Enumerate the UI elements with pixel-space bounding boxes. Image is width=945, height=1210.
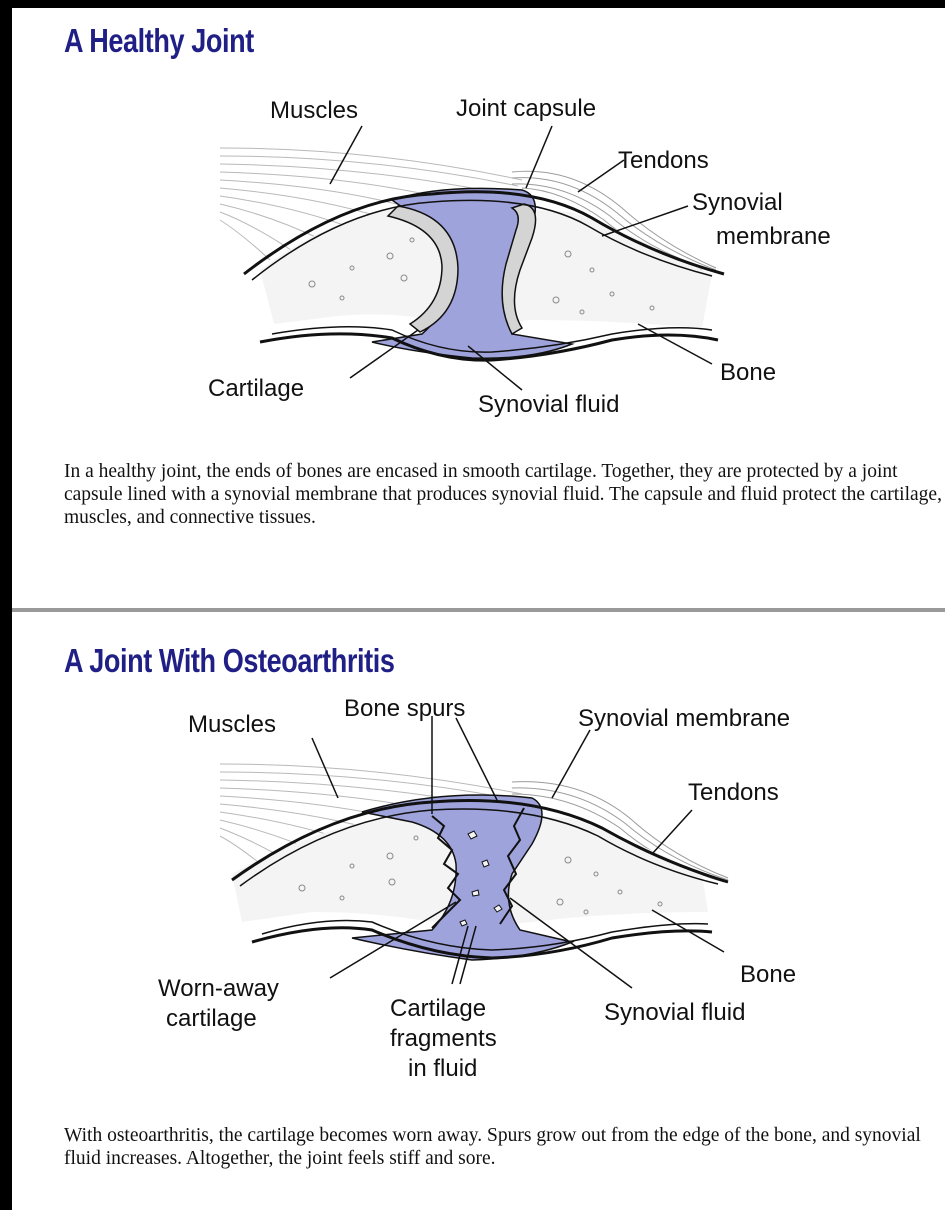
osteoarthritis-caption: With osteoarthritis, the cartilage becom… [64,1124,944,1170]
label-synovial-fluid: Synovial fluid [604,999,745,1026]
label-fragments-2: fragments [390,1025,497,1052]
healthy-joint-caption: In a healthy joint, the ends of bones ar… [64,460,944,529]
label-fragments-1: Cartilage [390,995,486,1022]
label-synovial-membrane-2: membrane [716,223,831,250]
healthy-joint-panel: A Healthy Joint [12,8,945,608]
label-bone-spurs: Bone spurs [344,695,465,722]
label-cartilage: Cartilage [208,375,304,402]
osteoarthritis-diagram: Muscles Bone spurs Synovial membrane Ten… [12,612,945,1092]
label-synovial-membrane: Synovial membrane [578,705,790,732]
healthy-joint-diagram: Muscles Joint capsule Tendons Synovial m… [12,8,945,428]
label-bone: Bone [740,961,796,988]
label-tendons: Tendons [688,779,779,806]
label-tendons: Tendons [618,147,709,174]
label-muscles: Muscles [270,97,358,124]
label-bone: Bone [720,359,776,386]
label-fragments-3: in fluid [408,1055,477,1082]
label-worn-away-1: Worn-away [158,975,279,1002]
label-muscles: Muscles [188,711,276,738]
osteoarthritis-panel: A Joint With Osteoarthritis [12,612,945,1210]
label-synovial-fluid: Synovial fluid [478,391,619,418]
label-synovial-membrane-1: Synovial [692,189,783,216]
figure-frame: A Healthy Joint [12,8,945,1210]
label-joint-capsule: Joint capsule [456,95,596,122]
label-worn-away-2: cartilage [166,1005,257,1032]
